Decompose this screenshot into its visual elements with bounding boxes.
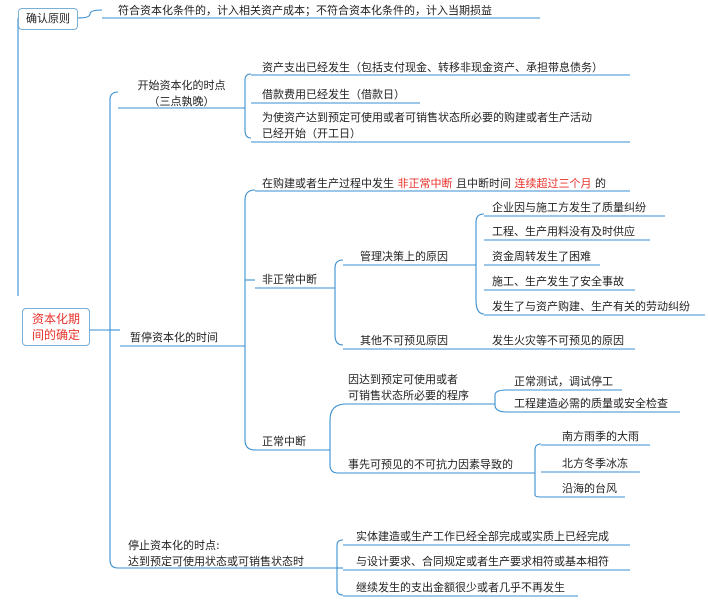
start-item-2: 借款费用已经发生（借款日）	[262, 88, 405, 101]
management-item-3: 资金周转发生了困难	[492, 250, 591, 263]
root-node[interactable]: 资本化期 间的确定	[22, 308, 90, 346]
management-title[interactable]: 管理决策上的原因	[360, 250, 448, 263]
connector-start-item1	[244, 73, 252, 81]
start-title[interactable]: 开始资本化的时点 （三点孰晚）	[118, 78, 245, 110]
stop-title-line1: 停止资本化的时点:	[128, 539, 220, 552]
connector-management-item5	[475, 299, 485, 315]
start-item-3a: 为使资产达到预定可使用或者可销售状态所必要的购建或者生产活动	[262, 111, 592, 124]
pause-title[interactable]: 暂停资本化的时间	[130, 331, 218, 344]
stop-title[interactable]: 停止资本化的时点: 达到预定可使用状态或可销售状态时	[128, 538, 304, 570]
connector-pause-condition	[244, 189, 256, 201]
pause-condition-red2: 连续超过三个月	[514, 177, 592, 190]
necessary-item-2: 工程建造必需的质量或安全检查	[514, 397, 668, 410]
connector-confirm	[77, 9, 103, 19]
connector-force-item1	[534, 443, 542, 451]
force-item-3: 沿海的台风	[562, 482, 617, 495]
management-item-1: 企业因与施工方发生了质量纠纷	[492, 201, 646, 214]
abnormal-title[interactable]: 非正常中断	[262, 273, 317, 286]
necessary-title[interactable]: 因达到预定可使用或者 可销售状态所必要的程序	[348, 372, 469, 404]
normal-title[interactable]: 正常中断	[262, 435, 306, 448]
start-item-1: 资产支出已经发生（包括支付现金、转移非现金资产、承担带息债务）	[262, 61, 603, 74]
management-item-2: 工程、生产用料没有及时供应	[492, 225, 635, 238]
connector-pause-normal	[244, 439, 256, 451]
connector-abnormal-other	[334, 334, 344, 346]
pause-condition-suffix: 的	[591, 177, 606, 190]
necessary-title-line1: 因达到预定可使用或者	[348, 373, 458, 386]
connector-start-item3	[244, 129, 252, 139]
connector-normal-necessary	[329, 403, 347, 421]
management-item-5: 发生了与资产购建、生产有关的劳动纠纷	[492, 300, 690, 313]
stop-title-line2: 达到预定可使用状态或可销售状态时	[128, 555, 304, 568]
pause-condition: 在购建或者生产过程中发生 非正常中断 且中断时间 连续超过三个月 的	[262, 176, 606, 192]
connector-necessary-item1	[494, 389, 508, 396]
stop-item-2: 与设计要求、合同规定或者生产要求相符或基本相符	[356, 555, 609, 568]
force-title[interactable]: 事先可预见的不可抗力因素导致的	[348, 458, 513, 471]
stop-item-3: 继续发生的支出金额很少或者几乎不再发生	[356, 581, 565, 594]
confirm-text: 符合资本化条件的，计入相关资产成本；不符合资本化条件的，计入当期损益	[118, 4, 492, 17]
connector-normal-force	[329, 464, 339, 474]
force-item-2: 北方冬季冰冻	[562, 457, 628, 470]
pause-condition-prefix: 在购建或者生产过程中发生	[262, 177, 398, 190]
necessary-item-1: 正常测试，调试停工	[514, 375, 613, 388]
connector-stop-item1	[336, 539, 344, 546]
connector-trunk-start	[109, 91, 119, 101]
force-item-1: 南方雨季的大雨	[562, 430, 639, 443]
other-title[interactable]: 其他不可预见原因	[360, 334, 448, 347]
root-label-line1: 资本化期	[31, 312, 80, 326]
connector-trunk-stop	[109, 559, 119, 569]
root-label-line2: 间的确定	[31, 328, 80, 342]
start-title-line2: （三点孰晚）	[148, 95, 215, 108]
necessary-title-line2: 可销售状态所必要的程序	[348, 389, 469, 402]
confirm-node[interactable]: 确认原则	[18, 8, 78, 30]
connector-necessary-item2	[494, 404, 508, 413]
start-item-3b: 已经开始（开工日）	[262, 127, 361, 140]
start-title-line1: 开始资本化的时点	[137, 79, 226, 92]
connector-force-item3	[534, 494, 542, 498]
stop-item-1: 实体建造或生产工作已经全部完成或实质上已经完成	[356, 530, 609, 543]
management-item-4: 施工、生产发生了安全事故	[492, 275, 624, 288]
pause-condition-mid: 且中断时间	[452, 177, 515, 190]
other-item: 发生火灾等不可预见的原因	[492, 334, 624, 347]
pause-condition-red1: 非正常中断	[397, 177, 453, 190]
confirm-label: 确认原则	[26, 12, 70, 25]
connector-stop-item3	[336, 589, 344, 596]
connector-management-item1	[475, 213, 485, 223]
connector-abnormal-management	[334, 259, 344, 269]
